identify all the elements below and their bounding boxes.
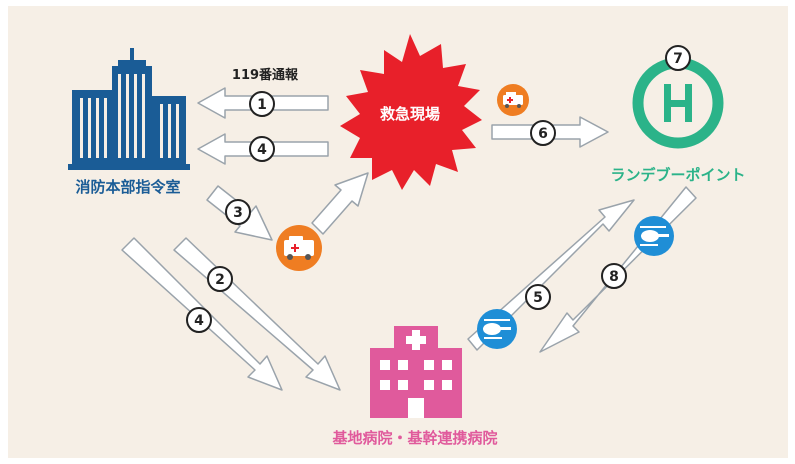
- svg-text:8: 8: [609, 269, 619, 285]
- svg-text:6: 6: [538, 126, 548, 142]
- ambulance-badge-small: [497, 84, 529, 116]
- step-circle-2: 2: [207, 266, 233, 292]
- red-burst-icon: [340, 34, 482, 190]
- svg-text:2: 2: [215, 272, 225, 288]
- svg-text:1: 1: [257, 97, 267, 113]
- step-circle-6: 6: [530, 120, 556, 146]
- step-circle-5: 5: [525, 284, 551, 310]
- node-label-hospital: 基地病院・基幹連携病院: [331, 429, 497, 447]
- node-label-scene: 救急現場: [380, 105, 440, 123]
- step-circle-3: 3: [225, 199, 251, 225]
- helicopter-icon: [483, 319, 511, 339]
- svg-text:4: 4: [257, 142, 267, 158]
- helicopter-badge-lower: [477, 309, 517, 349]
- step-circle-4-lower: 4: [186, 307, 212, 333]
- step-circle-4-upper: 4: [249, 136, 275, 162]
- helicopter-icon: [640, 226, 669, 246]
- office-building-icon: [68, 48, 190, 170]
- step-circle-1: 1: [249, 91, 275, 117]
- svg-text:4: 4: [194, 313, 204, 329]
- node-label-fire-hq: 消防本部指令室: [75, 178, 180, 196]
- ambulance-icon: [503, 92, 523, 108]
- svg-text:5: 5: [533, 290, 543, 306]
- helicopter-badge-upper: [634, 216, 674, 256]
- svg-text:7: 7: [673, 51, 683, 67]
- step-circle-8: 8: [601, 263, 627, 289]
- ambulance-icon: [284, 236, 314, 260]
- call-label: 119番通報: [232, 67, 299, 83]
- ambulance-badge-large: [276, 225, 322, 271]
- node-label-landing-point: ランデブーポイント: [610, 166, 745, 184]
- hospital-icon: [370, 326, 462, 418]
- svg-text:3: 3: [233, 205, 243, 221]
- arrow-ambulance-to-scene: [311, 172, 369, 235]
- step-circle-7: 7: [665, 45, 691, 71]
